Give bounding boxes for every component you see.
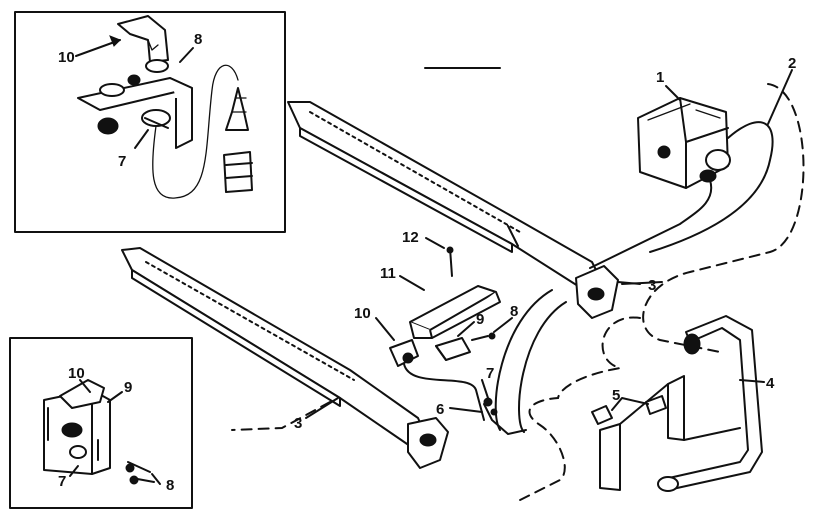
callout-4: 4 <box>766 375 775 392</box>
orifice-fitting <box>225 87 249 131</box>
callout-6: 6 <box>436 401 444 418</box>
pilot-assembly <box>389 246 567 435</box>
pilot-bracket-main <box>389 339 419 367</box>
bracket-screw <box>99 83 125 97</box>
callout-5: 5 <box>612 387 620 404</box>
bottom-left-inset: 10 9 7 8 <box>9 337 193 509</box>
lower-nut <box>97 117 119 135</box>
gas-valve <box>589 97 774 269</box>
fitting-nut <box>223 151 253 193</box>
callout-1: 1 <box>656 69 664 86</box>
callout-8: 8 <box>510 303 518 320</box>
lower-burner <box>121 247 449 469</box>
callout-2: 2 <box>788 55 796 72</box>
callout-11: 11 <box>380 265 396 282</box>
callout-3-upper: 3 <box>648 277 656 294</box>
inset-frame <box>9 337 193 509</box>
orifice-assembly <box>591 315 763 492</box>
inset1-callout-7: 7 <box>118 153 126 170</box>
inset2-callout-7: 7 <box>58 473 66 490</box>
inset1-callout-8: 8 <box>194 31 202 48</box>
callout-7: 7 <box>486 365 494 382</box>
valve-outlet <box>705 149 731 171</box>
leaders <box>305 69 793 419</box>
burner-upper-body <box>287 101 601 287</box>
pilot-curved-tube <box>494 289 567 433</box>
inset2-callout-8: 8 <box>166 477 174 494</box>
pilot-hood <box>117 15 169 63</box>
callout-12: 12 <box>402 229 419 246</box>
inset2-callout-9: 9 <box>124 379 132 396</box>
bracket-side <box>169 77 193 149</box>
burner-ports-lower <box>145 261 355 381</box>
pilot-nut <box>145 59 169 73</box>
callout-3-lower: 3 <box>294 415 302 432</box>
orifice-bracket <box>599 423 621 491</box>
inset1-callout-10: 10 <box>58 49 75 66</box>
upper-burner <box>287 101 641 319</box>
pilot-supply-tube <box>649 121 774 253</box>
burner-ports <box>309 111 521 233</box>
inset-frame <box>14 11 286 233</box>
orifice-fitting-a <box>591 405 613 425</box>
orifice-fitting-b <box>645 395 667 415</box>
top-left-inset: 10 8 7 <box>14 11 286 233</box>
pilot-tube <box>152 64 239 199</box>
pilot-tube-main <box>403 363 485 421</box>
manifold-tube <box>589 179 713 269</box>
callout-10: 10 <box>354 305 371 322</box>
gas-supply-dashed <box>519 83 805 501</box>
inset2-callout-10: 10 <box>68 365 85 382</box>
callout-9: 9 <box>476 311 484 328</box>
